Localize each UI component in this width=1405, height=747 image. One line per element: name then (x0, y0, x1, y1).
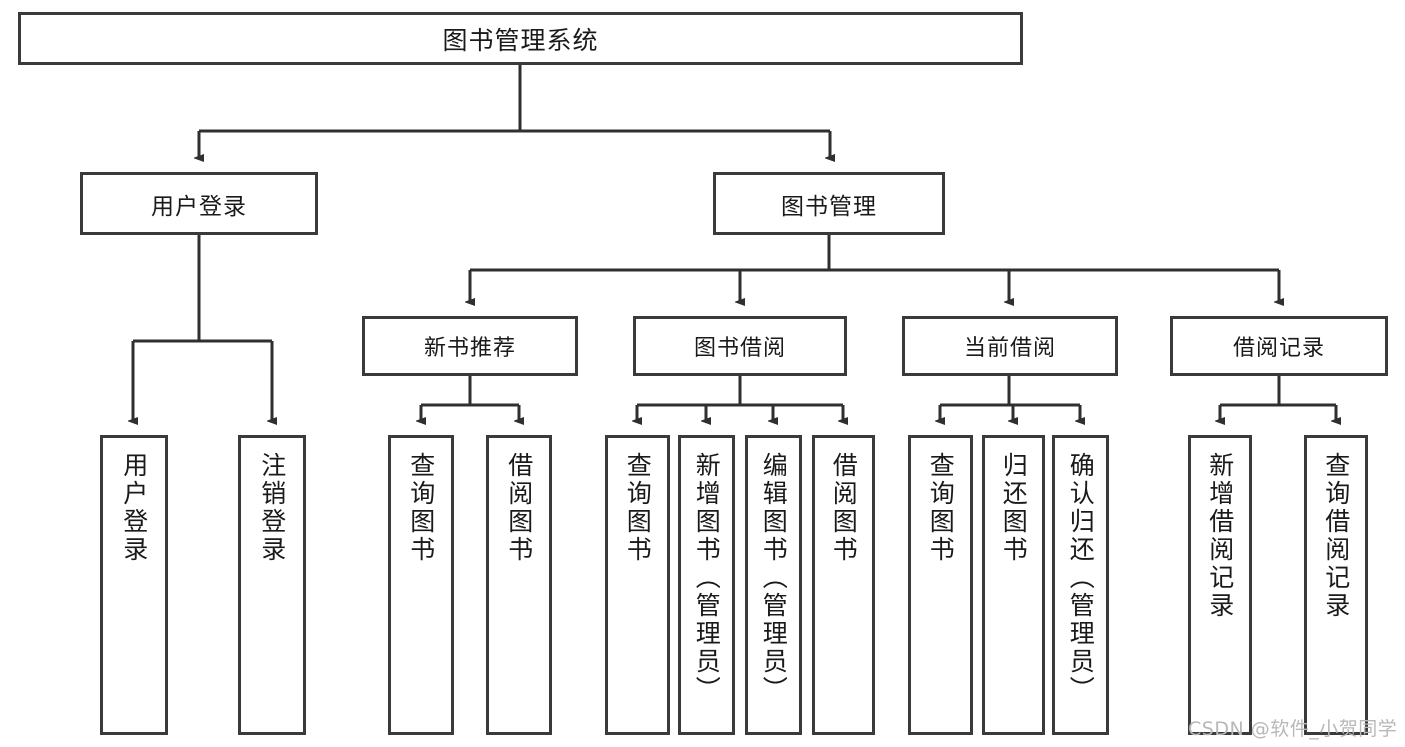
node-new-book-recommend-label: 新书推荐 (423, 336, 516, 361)
leaf-current-return-book[interactable]: 归还图书 (982, 435, 1045, 735)
leaf-record-add[interactable]: 新增借阅记录 (1188, 435, 1252, 735)
node-user-login[interactable]: 用户登录 (80, 172, 318, 235)
node-new-book-recommend[interactable]: 新书推荐 (362, 316, 578, 376)
node-book-borrow[interactable]: 图书借阅 (633, 316, 847, 376)
node-book-manage-label: 图书管理 (781, 193, 877, 220)
node-borrow-record[interactable]: 借阅记录 (1170, 316, 1388, 376)
node-root-label: 图书管理系统 (442, 25, 599, 55)
leaf-recommend-query-book[interactable]: 查询图书 (388, 435, 454, 735)
leaf-current-return-book-label: 归还图书 (999, 452, 1029, 564)
leaf-borrow-query-book-label: 查询图书 (623, 452, 653, 564)
leaf-recommend-query-book-label: 查询图书 (406, 452, 436, 564)
leaf-borrow-add-book-label: 新增图书（管理员） (692, 452, 722, 704)
leaf-borrow-borrow-book-label: 借阅图书 (829, 452, 859, 564)
node-book-manage[interactable]: 图书管理 (713, 172, 945, 235)
leaf-record-query[interactable]: 查询借阅记录 (1304, 435, 1368, 735)
leaf-user-logout[interactable]: 注销登录 (238, 435, 306, 735)
leaf-user-logout-label: 注销登录 (257, 452, 287, 564)
leaf-recommend-borrow-book-label: 借阅图书 (504, 452, 534, 564)
leaf-current-query-book-label: 查询图书 (926, 452, 956, 564)
leaf-user-login-label: 用户登录 (119, 452, 149, 564)
leaf-borrow-add-book[interactable]: 新增图书（管理员） (678, 435, 735, 735)
leaf-borrow-edit-book-label: 编辑图书（管理员） (759, 452, 789, 704)
node-borrow-record-label: 借阅记录 (1232, 336, 1325, 361)
leaf-borrow-query-book[interactable]: 查询图书 (605, 435, 670, 735)
leaf-borrow-borrow-book[interactable]: 借阅图书 (812, 435, 875, 735)
node-user-login-label: 用户登录 (151, 193, 247, 220)
node-root[interactable]: 图书管理系统 (18, 12, 1023, 65)
leaf-record-query-label: 查询借阅记录 (1321, 452, 1351, 620)
leaf-current-query-book[interactable]: 查询图书 (908, 435, 973, 735)
node-book-borrow-label: 图书借阅 (693, 336, 786, 361)
csdn-watermark: CSDN @软件_小贺同学 (1188, 718, 1398, 740)
leaf-recommend-borrow-book[interactable]: 借阅图书 (486, 435, 552, 735)
leaf-user-login[interactable]: 用户登录 (100, 435, 168, 735)
node-current-borrow[interactable]: 当前借阅 (902, 316, 1118, 376)
node-current-borrow-label: 当前借阅 (963, 336, 1056, 361)
leaf-borrow-edit-book[interactable]: 编辑图书（管理员） (745, 435, 802, 735)
leaf-current-confirm-return[interactable]: 确认归还（管理员） (1052, 435, 1109, 735)
leaf-record-add-label: 新增借阅记录 (1205, 452, 1235, 620)
leaf-current-confirm-return-label: 确认归还（管理员） (1066, 452, 1096, 704)
